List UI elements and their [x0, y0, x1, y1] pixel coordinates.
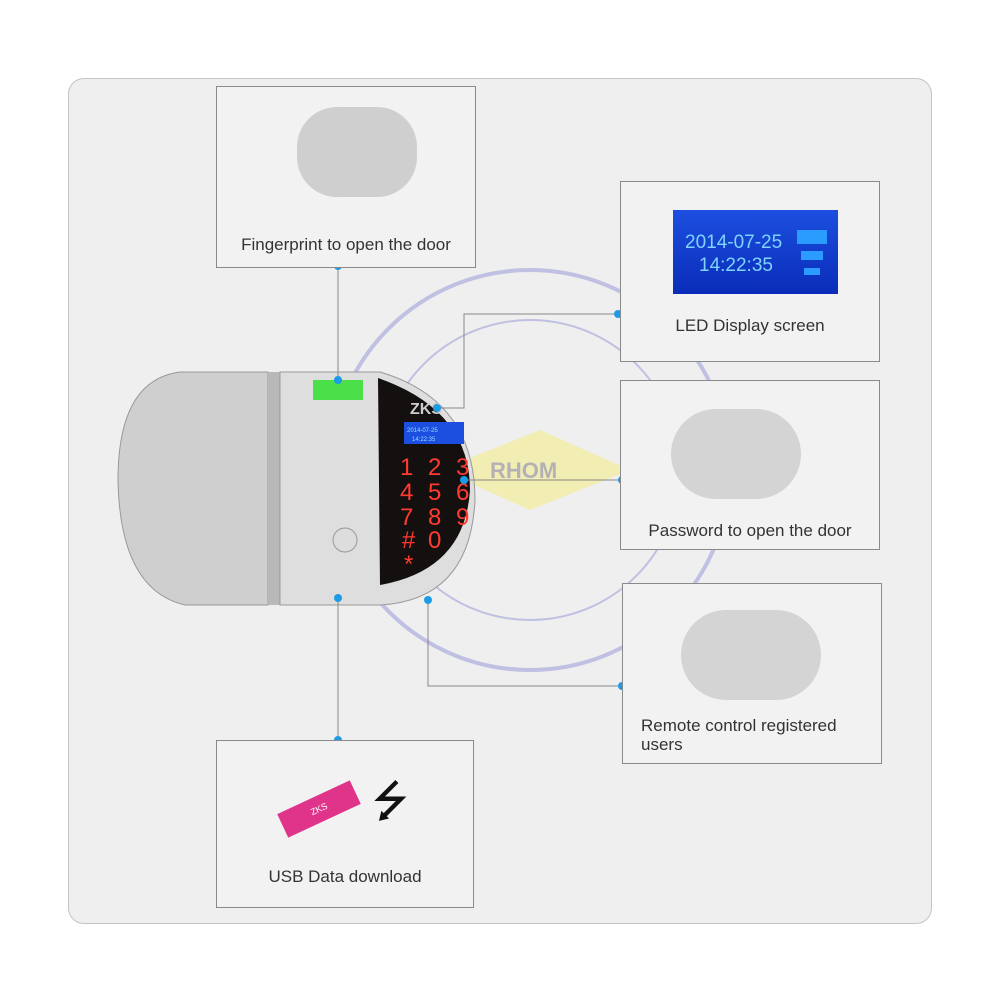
- key[interactable]: 2: [428, 454, 441, 481]
- power-button: [332, 527, 358, 553]
- key[interactable]: 4: [400, 479, 413, 506]
- key[interactable]: 3: [456, 454, 469, 481]
- remote-lock-image: [681, 610, 821, 700]
- key[interactable]: #: [402, 527, 416, 554]
- fingerprint-sensor: [313, 380, 363, 400]
- lcd-time: 14:22:35: [699, 255, 773, 276]
- usb-caption: USB Data download: [268, 867, 422, 886]
- usb-stick-image: ZKS: [277, 780, 361, 838]
- key[interactable]: 1: [400, 454, 413, 481]
- remote-caption: Remote control registered users: [641, 716, 837, 754]
- keypad: 1 2 3 4 5 6 7 8 9 # 0 *: [400, 454, 469, 578]
- password-caption: Password to open the door: [648, 521, 852, 540]
- key[interactable]: 9: [456, 504, 469, 531]
- usb-feature-box: ZKS ⭍ USB Data download: [216, 740, 474, 908]
- lcd-date: 2014-07-25: [685, 232, 783, 253]
- led-caption: LED Display screen: [675, 316, 825, 335]
- remote-feature-box: Remote control registered users: [622, 583, 882, 764]
- svg-text:RHOM: RHOM: [490, 458, 557, 483]
- fingerprint-feature-box: Fingerprint to open the door: [216, 86, 476, 268]
- key[interactable]: *: [404, 551, 413, 578]
- key[interactable]: 8: [428, 504, 441, 531]
- lcd-bar-icon: [804, 268, 820, 275]
- key[interactable]: 0: [428, 527, 441, 554]
- lock-lcd: [404, 422, 464, 444]
- led-feature-box: 2014-07-25 14:22:35 LED Display screen: [620, 181, 880, 362]
- key[interactable]: 6: [456, 479, 469, 506]
- password-lock-image: [671, 409, 801, 499]
- led-screen-image: 2014-07-25 14:22:35: [673, 210, 838, 294]
- lock-lcd-time: 14:22:35: [412, 437, 436, 443]
- connector-lines: [337, 266, 622, 740]
- password-feature-box: Password to open the door: [620, 380, 880, 550]
- fingerprint-caption: Fingerprint to open the door: [241, 235, 451, 254]
- key[interactable]: 5: [428, 479, 441, 506]
- lock-left-half: [117, 371, 269, 606]
- watermark-logo: [440, 430, 630, 510]
- lcd-bar-icon: [801, 251, 823, 260]
- lcd-bar-icon: [797, 230, 827, 244]
- fingerprint-lock-image: [297, 107, 417, 197]
- usb-icon: ⭍: [372, 777, 409, 826]
- lock-lcd-date: 2014-07-25: [407, 428, 438, 434]
- key[interactable]: 7: [400, 504, 413, 531]
